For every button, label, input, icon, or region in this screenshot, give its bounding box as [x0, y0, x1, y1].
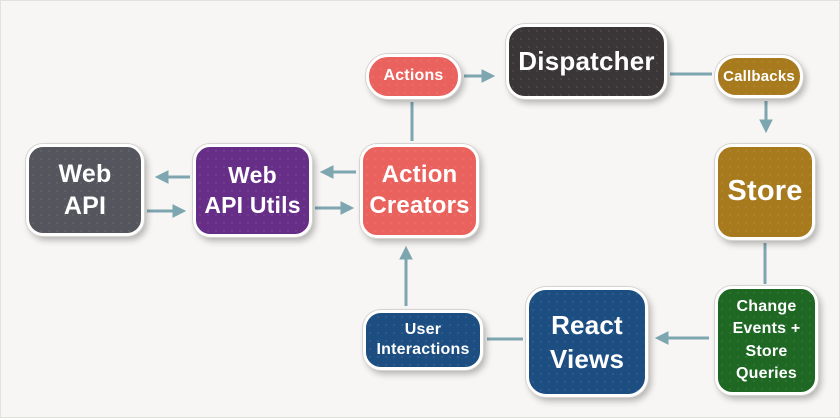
- node-callbacks: Callbacks: [715, 55, 803, 98]
- node-store-label: Store: [727, 175, 803, 208]
- node-react-views-label: React Views: [549, 309, 625, 374]
- node-change-events-store-queries: Change Events + Store Queries: [715, 286, 818, 395]
- node-web-api-utils: Web API Utils: [193, 144, 312, 237]
- node-change-events-store-queries-label: Change Events + Store Queries: [732, 297, 801, 382]
- node-action-creators: Action Creators: [360, 144, 479, 238]
- node-callbacks-label: Callbacks: [723, 67, 795, 85]
- node-store: Store: [715, 144, 815, 240]
- node-actions-label: Actions: [383, 67, 444, 85]
- node-actions: Actions: [366, 54, 461, 99]
- node-dispatcher-label: Dispatcher: [518, 45, 655, 76]
- node-web-api-utils-label: Web API Utils: [204, 162, 301, 218]
- node-dispatcher: Dispatcher: [506, 24, 667, 99]
- node-web-api: Web API: [26, 144, 144, 236]
- node-user-interactions: User Interactions: [363, 310, 483, 370]
- node-user-interactions-label: User Interactions: [376, 320, 470, 358]
- node-web-api-label: Web API: [58, 160, 112, 220]
- node-react-views: React Views: [526, 287, 648, 397]
- node-action-creators-label: Action Creators: [369, 161, 470, 219]
